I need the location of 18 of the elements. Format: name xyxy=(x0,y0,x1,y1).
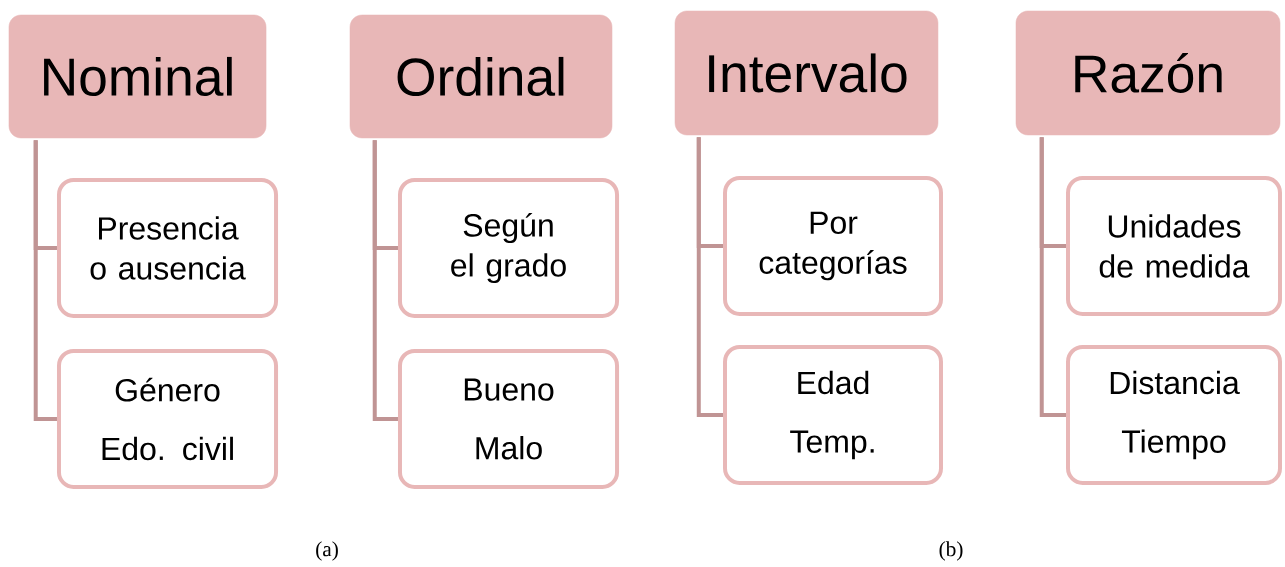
category-box: Razón xyxy=(1015,10,1281,136)
example-box: Bueno Malo xyxy=(398,349,620,489)
category-box: Ordinal xyxy=(349,14,613,139)
category-box: Nominal xyxy=(8,14,267,139)
connector xyxy=(33,140,57,421)
example-box: Por categorías xyxy=(723,176,943,316)
connector xyxy=(696,137,723,417)
example-box: Género Edo. civil xyxy=(57,349,279,489)
example-box: Unidades de medida xyxy=(1066,176,1282,316)
example-box: Distancia Tiempo xyxy=(1066,345,1282,485)
connector xyxy=(372,140,398,421)
category-box: Intervalo xyxy=(674,10,939,136)
subfigure-label: (b) xyxy=(939,541,963,561)
example-box: Según el grado xyxy=(398,178,620,318)
example-box: Edad Temp. xyxy=(723,345,943,485)
example-box: Presencia o ausencia xyxy=(57,178,279,318)
subfigure-label: (a) xyxy=(316,541,338,561)
connector xyxy=(1039,137,1066,417)
